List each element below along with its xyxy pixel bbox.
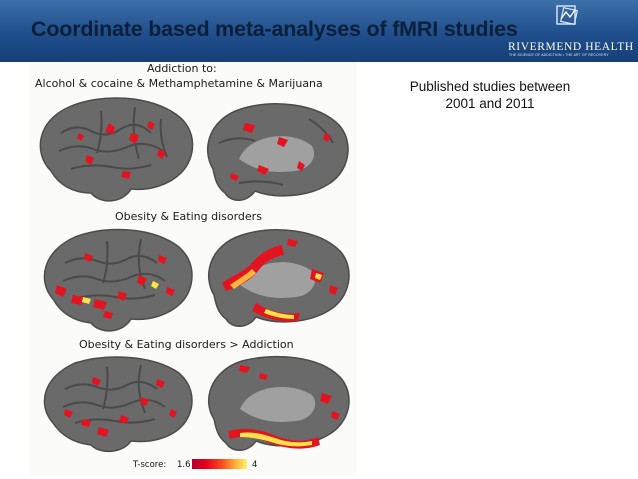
rivermend-logo-icon xyxy=(556,5,579,26)
legend-max: 4 xyxy=(252,460,258,470)
brain-lateral-addiction xyxy=(31,93,199,208)
legend-label: T-score: xyxy=(133,460,167,470)
panel-label-addiction: Alcohol & cocaine & Methamphetamine & Ma… xyxy=(35,77,323,90)
note-line-1: Published studies between xyxy=(409,79,571,94)
panel-label-obesity: Obesity & Eating disorders xyxy=(115,210,262,223)
brain-medial-comparison xyxy=(200,353,356,457)
logo-tagline: THE SCIENCE OF ADDICTION • THE ART OF RE… xyxy=(509,53,609,57)
brain-medial-addiction xyxy=(199,99,354,209)
brain-figure: Addiction to: Alcohol & cocaine & Metham… xyxy=(29,62,357,476)
addiction-title: Addiction to: xyxy=(147,62,217,75)
legend-min: 1.6 xyxy=(177,460,191,470)
t-score-colorbar xyxy=(192,459,247,469)
panel-label-comparison: Obesity & Eating disorders > Addiction xyxy=(79,338,294,351)
brain-lateral-comparison xyxy=(35,353,200,457)
note-line-2: 2001 and 2011 xyxy=(445,96,535,111)
logo-name: RIVERMEND HEALTH xyxy=(508,41,634,53)
date-range-note: Published studies between 2001 and 2011 xyxy=(381,78,599,112)
brain-lateral-obesity xyxy=(35,225,200,337)
brain-medial-obesity xyxy=(200,225,356,335)
slide-title: Coordinate based meta-analyses of fMRI s… xyxy=(31,17,518,41)
slide-header: Coordinate based meta-analyses of fMRI s… xyxy=(0,0,638,62)
